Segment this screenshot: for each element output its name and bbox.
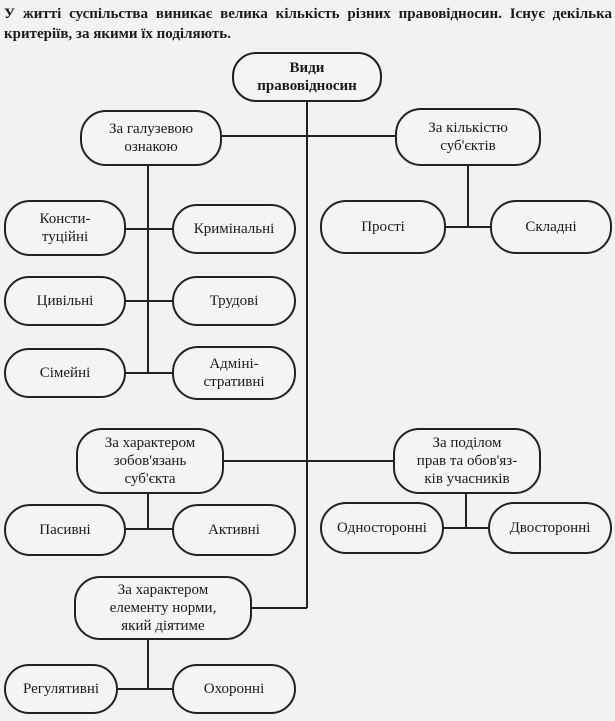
- leaf-label: Активні: [208, 522, 260, 538]
- leaf-label: Складні: [525, 219, 577, 235]
- leaf-rehulyatyvni: Регулятивні: [4, 664, 118, 714]
- intro-text: У житті суспільства виникає велика кільк…: [4, 6, 612, 42]
- branch-galuzeva: За галузевою ознакою: [80, 110, 222, 166]
- leaf-label: Цивільні: [36, 293, 94, 309]
- leaf-dvostoronni: Двосторонні: [488, 502, 612, 554]
- root-node: Види правовідносин: [232, 52, 382, 102]
- leaf-label: Охоронні: [203, 681, 265, 697]
- leaf-label: Трудові: [209, 293, 259, 309]
- branch-zobovyazannya-label: За характером зобов'язань суб'єкта: [104, 435, 196, 487]
- leaf-label: Адміні- стративні: [203, 356, 265, 390]
- branch-podil-label: За поділом прав та обов'яз- ків учасникі…: [416, 435, 518, 487]
- branch-element-label: За характером елементу норми, який діяти…: [109, 582, 217, 634]
- leaf-label: Консти- туційні: [39, 211, 91, 245]
- leaf-simeini: Сімейні: [4, 348, 126, 398]
- leaf-skladni: Складні: [490, 200, 612, 254]
- leaf-trudovi: Трудові: [172, 276, 296, 326]
- branch-kilkist: За кількістю суб'єктів: [395, 108, 541, 166]
- leaf-aktyvni: Активні: [172, 504, 296, 556]
- branch-podil: За поділом прав та обов'яз- ків учасникі…: [393, 428, 541, 494]
- leaf-konstytutsiini: Консти- туційні: [4, 200, 126, 256]
- branch-element: За характером елементу норми, який діяти…: [74, 576, 252, 640]
- leaf-prosti: Прості: [320, 200, 446, 254]
- branch-kilkist-label: За кількістю суб'єктів: [428, 120, 508, 154]
- leaf-pasyvni: Пасивні: [4, 504, 126, 556]
- leaf-okhoronni: Охоронні: [172, 664, 296, 714]
- leaf-tsyvilni: Цивільні: [4, 276, 126, 326]
- leaf-label: Сімейні: [39, 365, 91, 381]
- leaf-label: Односторонні: [337, 520, 427, 536]
- leaf-administratyvni: Адміні- стративні: [172, 346, 296, 400]
- leaf-label: Кримінальні: [193, 221, 275, 237]
- root-label: Види правовідносин: [257, 60, 357, 94]
- leaf-odnostoronni: Односторонні: [320, 502, 444, 554]
- leaf-label: Пасивні: [39, 522, 91, 538]
- leaf-kryminalni: Кримінальні: [172, 204, 296, 254]
- branch-zobovyazannya: За характером зобов'язань суб'єкта: [76, 428, 224, 494]
- leaf-label: Регулятивні: [22, 681, 100, 697]
- leaf-label: Двосторонні: [509, 520, 591, 536]
- leaf-label: Прості: [361, 219, 405, 235]
- branch-galuzeva-label: За галузевою ознакою: [108, 121, 194, 155]
